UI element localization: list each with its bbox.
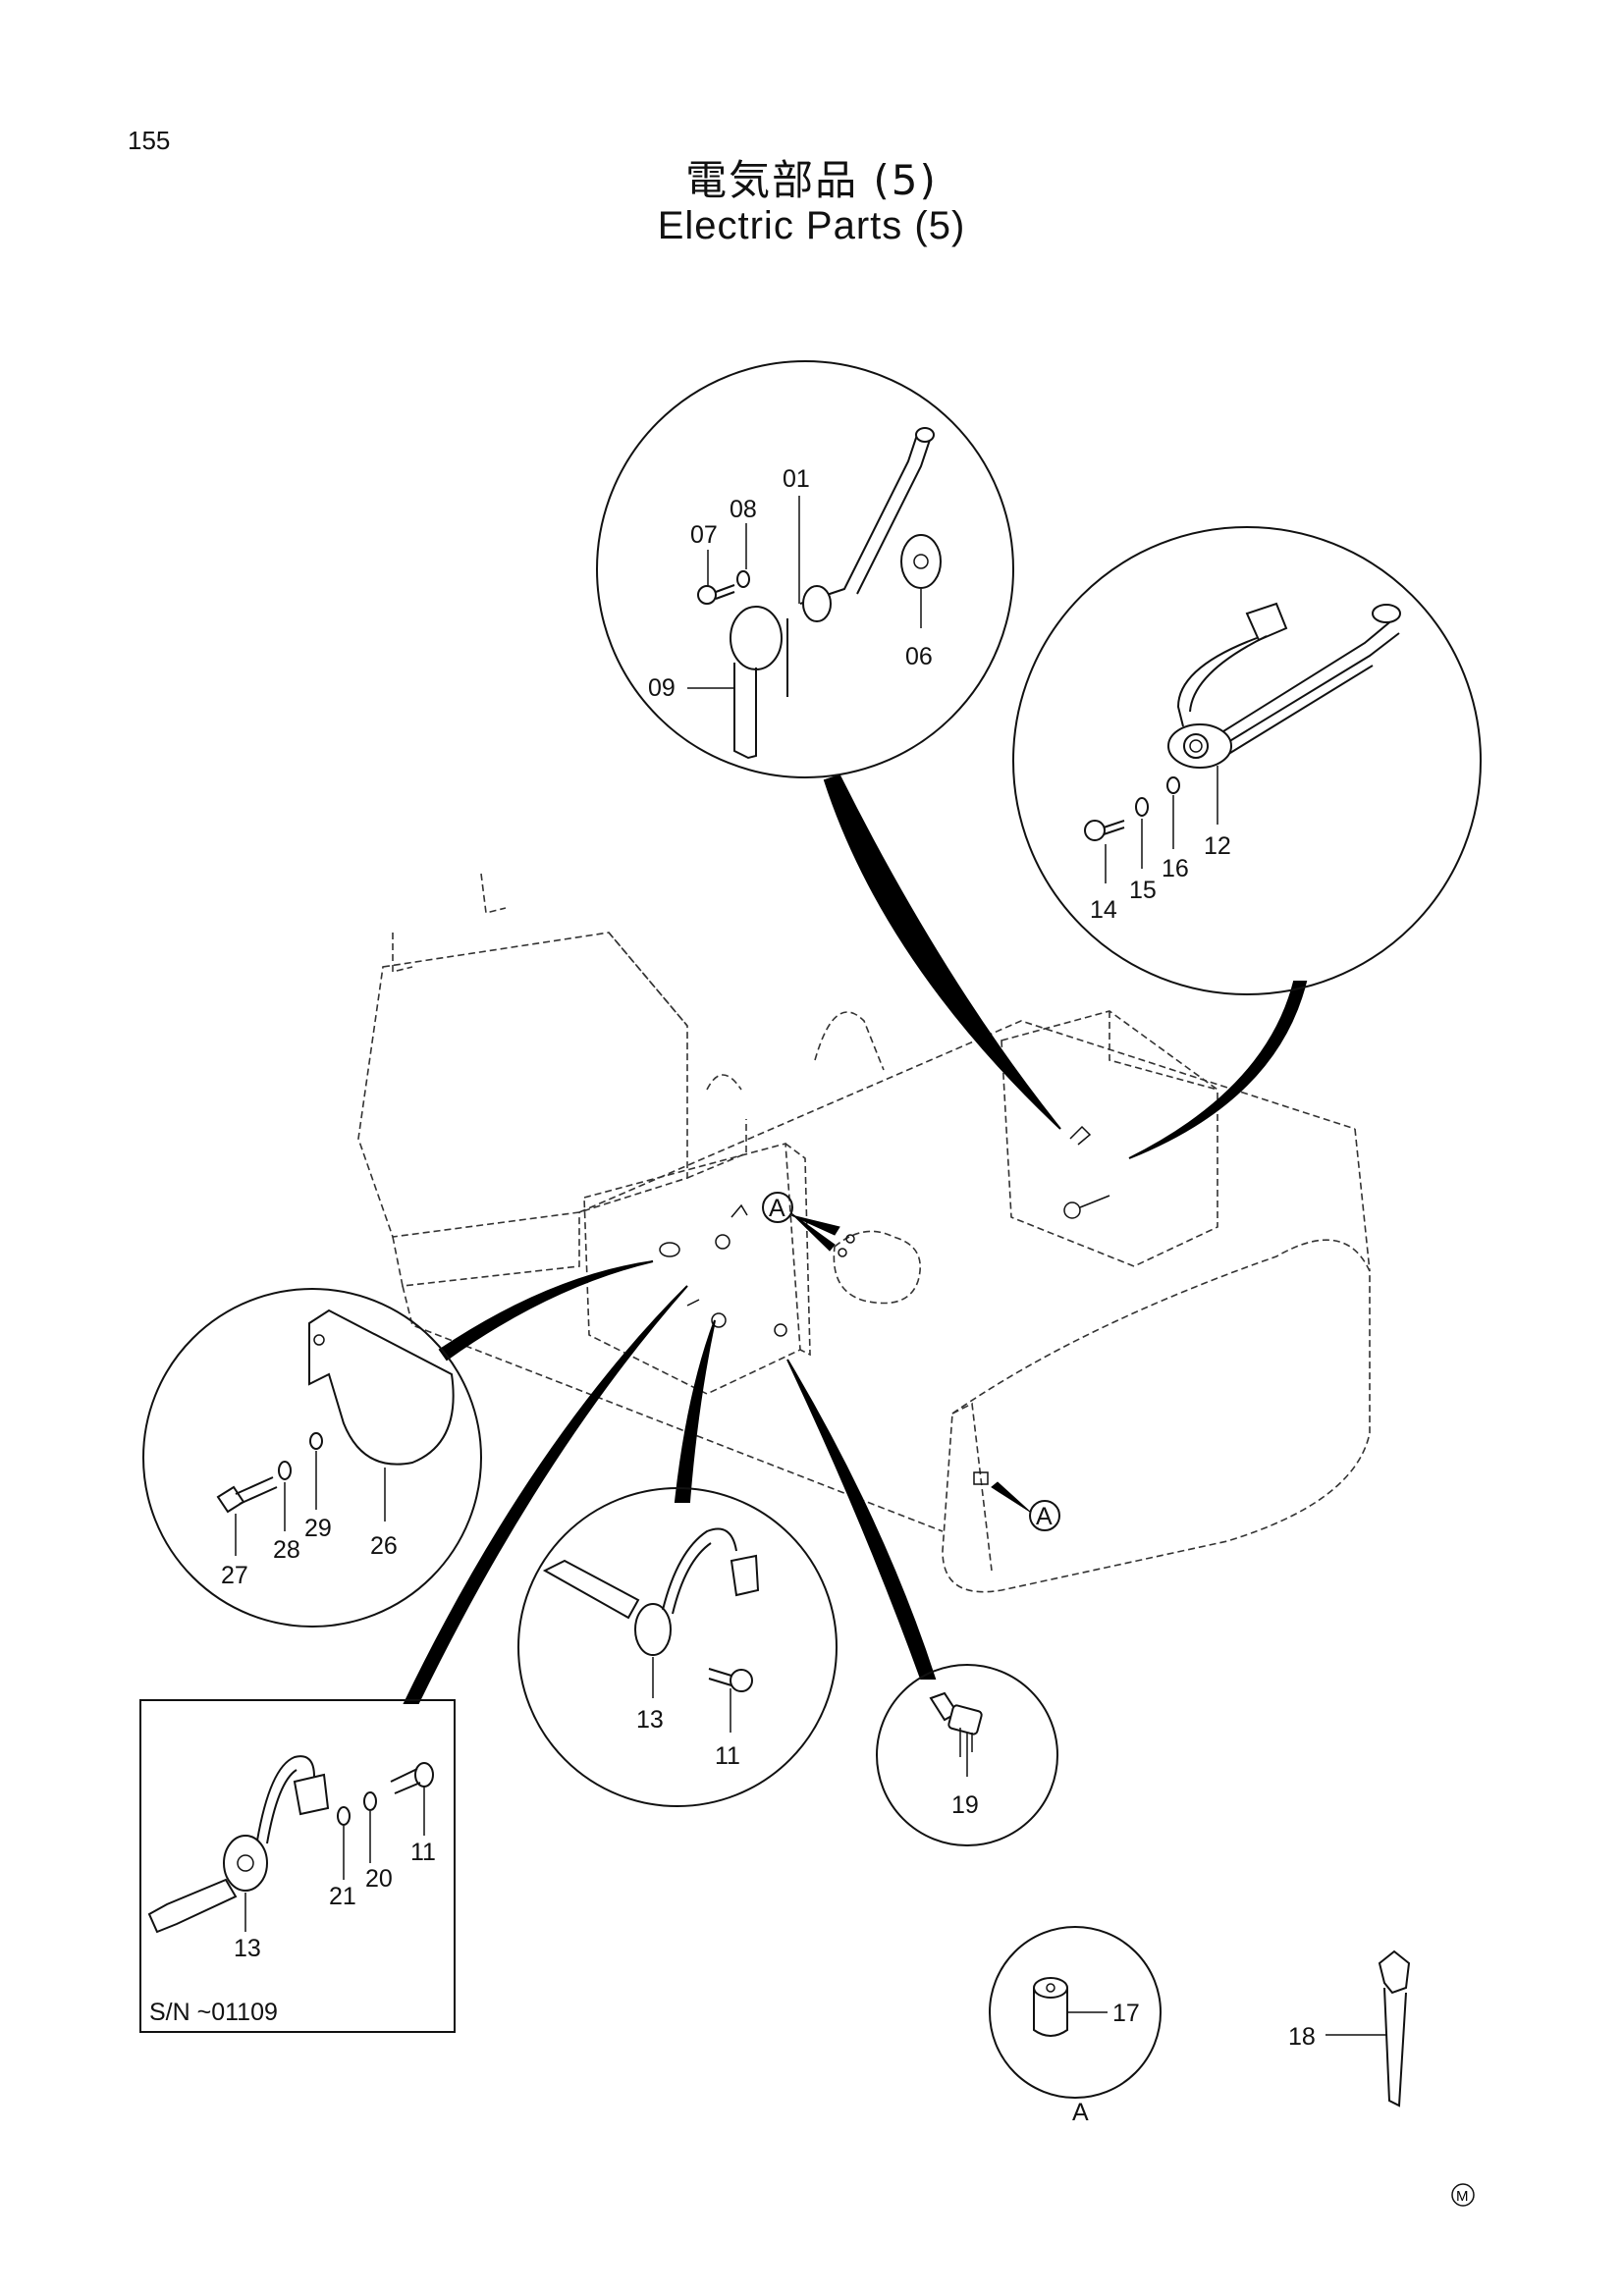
cable-tie-part: 18 [1288,1949,1411,2108]
callout-01: 01 [783,465,810,493]
callout-11-box: 11 [410,1839,436,1866]
callout-28: 28 [273,1536,300,1564]
callout-11-center: 11 [715,1742,740,1770]
detail-circle-clamp: 27 28 29 26 [142,1288,482,1628]
callout-19: 19 [951,1791,979,1819]
callout-08: 08 [730,496,757,523]
callout-14: 14 [1090,896,1117,924]
callout-15: 15 [1129,877,1157,904]
callout-13-center: 13 [636,1706,664,1734]
machine-body [357,873,1371,1593]
callout-20: 20 [365,1865,393,1893]
svg-text:A: A [769,1195,785,1222]
manufacturer-mark: M [1451,2183,1475,2207]
detail-a-label-bottom: A [1072,2099,1089,2126]
callout-12: 12 [1204,832,1231,860]
detail-circle-harness: 14 15 16 12 [1012,526,1482,995]
callout-16: 16 [1162,855,1189,882]
callout-07: 07 [690,521,718,549]
detail-circle-pressure-switch: 19 [876,1664,1058,1846]
callout-26: 26 [370,1532,398,1560]
page-number: 155 [128,126,171,155]
detail-circle-switch: 01 08 07 06 09 [596,360,1014,778]
detail-a-marker-engine: A [762,1192,840,1252]
callout-17: 17 [1112,2000,1140,2027]
detail-a-marker-counterweight: A [991,1481,1060,1531]
page-title-japanese: 電気部品 (5) [685,156,938,204]
svg-text:A: A [1036,1503,1053,1530]
detail-circle-sender: 13 11 [517,1487,838,1807]
svg-text:M: M [1456,2188,1469,2205]
page-title-english: Electric Parts (5) [657,204,966,247]
callout-06: 06 [905,643,933,670]
callout-21: 21 [329,1883,356,1910]
serial-number-detail-box: 13 21 20 11 S/N ~01109 [139,1699,456,2033]
serial-number-label: S/N ~01109 [149,1999,278,2026]
detail-circle-a-grommet: 17 A [989,1926,1162,2126]
callout-09: 09 [648,674,676,702]
leader-lines [403,774,1308,1704]
callout-27: 27 [221,1562,248,1589]
callout-13-box: 13 [234,1935,261,1962]
callout-29: 29 [304,1515,332,1542]
callout-18: 18 [1288,2023,1316,2051]
